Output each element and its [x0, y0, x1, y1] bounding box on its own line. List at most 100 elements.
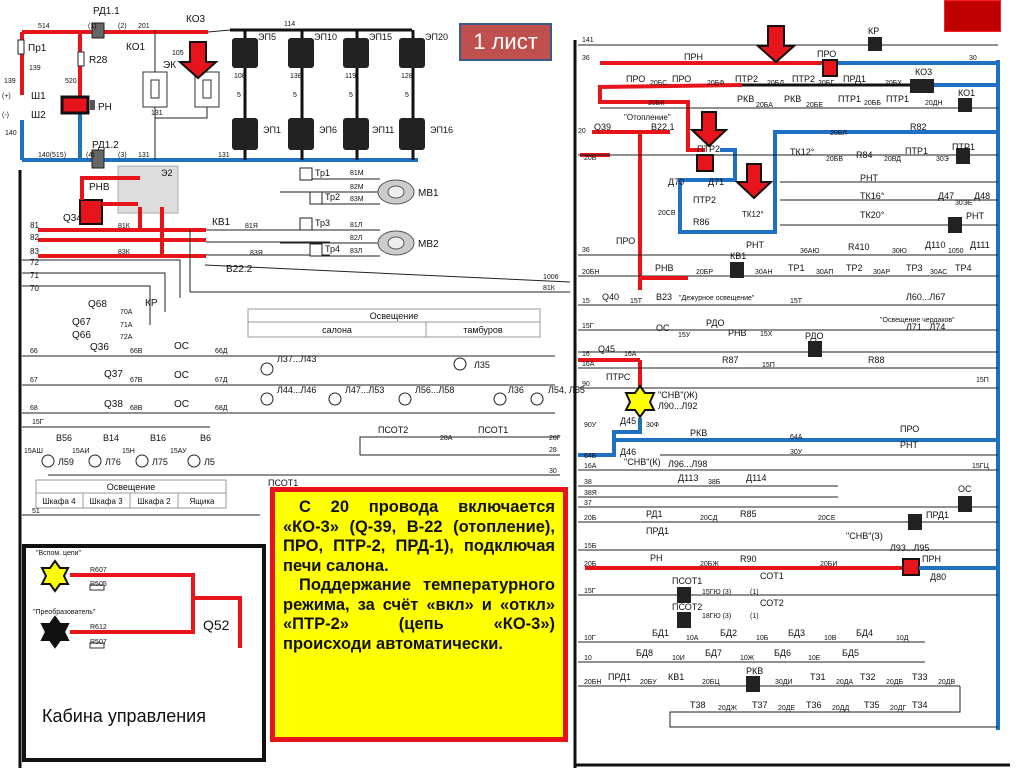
schematic-label: 71А [120, 322, 133, 329]
schematic-label: "СНВ"(К) [624, 457, 661, 467]
schematic-label: "Освещение чердаков" [880, 317, 955, 324]
schematic-label: БД1 [652, 628, 669, 638]
schematic-label: "Отопление" [624, 113, 671, 122]
schematic-label: 68Д [215, 405, 228, 412]
schematic-label: Т31 [810, 672, 826, 682]
schematic-label: ПТР1 [886, 94, 909, 104]
salon-lighting-section: Освещение салона тамбуров Q68 Q67 Q66 Q3… [22, 298, 585, 414]
schematic-label: (1) [750, 589, 759, 596]
schematic-label: (1) [750, 613, 759, 620]
schematic-label: 66 [30, 348, 38, 355]
schematic-label: 18ГЮ (3) [702, 613, 731, 620]
contactor-ko3 [910, 79, 934, 93]
schematic-label: ПТР2 [792, 74, 815, 84]
schematic-label: ПРО [817, 49, 836, 59]
schematic-label: 15АШ [24, 448, 43, 455]
schematic-label: ЭК [163, 60, 176, 71]
sheet-1-button[interactable]: 1 лист [459, 23, 552, 61]
schematic-label: 81К [543, 285, 556, 292]
schematic-label: 67Д [215, 377, 228, 384]
schematic-label: 28Г [549, 435, 561, 442]
schematic-label: 20БК [648, 100, 665, 107]
transformer-tr4 [309, 243, 323, 257]
schematic-label: 71 [30, 271, 39, 280]
relay-ptr1 [956, 148, 970, 164]
schematic-label: R505 [90, 581, 107, 588]
schematic-label: R612 [90, 624, 107, 631]
schematic-label: Т33 [912, 672, 928, 682]
schematic-label: ПТР1 [905, 146, 928, 156]
schematic-label: ТК12° [790, 147, 815, 157]
schematic-label: "СНВ"(З) [846, 531, 883, 541]
relay-rn-energized [60, 95, 90, 115]
relay-kr [868, 37, 882, 51]
schematic-label: 70А [120, 309, 133, 316]
relay-rnt [948, 217, 962, 233]
cabin-title: Кабина управления [42, 706, 206, 726]
schematic-label: (+) [2, 93, 11, 100]
cabinet-lighting-section: 15Г В56 В14 В16 В6 15АШ 15АИ 15Н 15АУ Л5… [22, 419, 561, 516]
schematic-label: РД1.2 [92, 140, 119, 151]
schematic-label: КР [868, 26, 879, 36]
schematic-label: ПТРС [606, 372, 631, 382]
schematic-label: 83Л [350, 248, 363, 255]
fan-motor-section: Э2 РНВ 81 82 83 72 71 70 Q34 81К 83К КВ1… [18, 165, 571, 768]
schematic-label: 1006 [543, 274, 559, 281]
schematic-label: 16А [584, 463, 597, 470]
schematic-label: РНТ [860, 173, 879, 183]
schematic-label: РН [650, 553, 663, 563]
schematic-label: ПСОТ2 [378, 425, 408, 435]
corner-nav-button[interactable] [944, 0, 1001, 32]
red-arrow-icon [734, 163, 774, 200]
schematic-label: ТР1 [788, 263, 805, 273]
schematic-label: БД5 [842, 648, 859, 658]
schematic-label: 20БЕ [806, 102, 823, 109]
schematic-label: ПТР2 [697, 144, 720, 154]
schematic-label: 139 [4, 78, 16, 85]
schematic-label: КО1 [958, 88, 975, 98]
schematic-label: 64Б [584, 453, 597, 460]
fuse-pr1 [17, 39, 25, 55]
schematic-label: 83Я [250, 250, 263, 257]
schematic-label: 81К [118, 223, 131, 230]
schematic-label: Д80 [930, 572, 946, 582]
schematic-label: R85 [740, 509, 757, 519]
schematic-label: 20БН [584, 679, 601, 686]
schematic-label: В6 [200, 433, 211, 443]
schematic-label: 114 [284, 21, 295, 28]
schematic-label: (2) [118, 23, 127, 30]
lamp-icons [260, 357, 544, 406]
schematic-label: 90 [582, 381, 590, 388]
schematic-label: Т36 [806, 700, 822, 710]
schematic-label: 64А [790, 434, 803, 441]
schematic-label: Д110 [925, 240, 945, 250]
schematic-label: ПТР2 [693, 195, 716, 205]
schematic-label: ПТР1 [952, 142, 975, 152]
schematic-label: 67В [130, 377, 143, 384]
resistor-r28 [77, 51, 85, 67]
schematic-label: R84 [856, 150, 873, 160]
schematic-label: 16А [624, 351, 637, 358]
schematic-label: Л35 [474, 360, 490, 370]
schematic-label: РНТ [900, 440, 919, 450]
schematic-label: Л71...Л74 [906, 322, 945, 332]
schematic-label: РНВ [655, 263, 674, 273]
schematic-label: 51 [32, 508, 40, 515]
schematic-label: 38 [584, 479, 592, 486]
schematic-label: 201 [138, 23, 150, 30]
schematic-label: 36АЮ [800, 248, 820, 255]
label-ko3: КО3 [186, 14, 205, 25]
schematic-label: 20БФ [707, 80, 725, 87]
schematic-label: Д48 [974, 191, 990, 201]
heater-column-2 [288, 30, 314, 160]
schematic-label: 30АР [873, 269, 890, 276]
schematic-label: 16А [582, 361, 595, 368]
schematic-label: КО3 [915, 67, 932, 77]
schematic-label: 15У [678, 332, 691, 339]
schematic-label: В56 [56, 433, 72, 443]
relay-rd1-1 [91, 22, 105, 39]
schematic-label: 10Д [896, 635, 909, 642]
schematic-label: Т35 [864, 700, 880, 710]
schematic-label: БД8 [636, 648, 653, 658]
schematic-label: 514 [38, 23, 50, 30]
